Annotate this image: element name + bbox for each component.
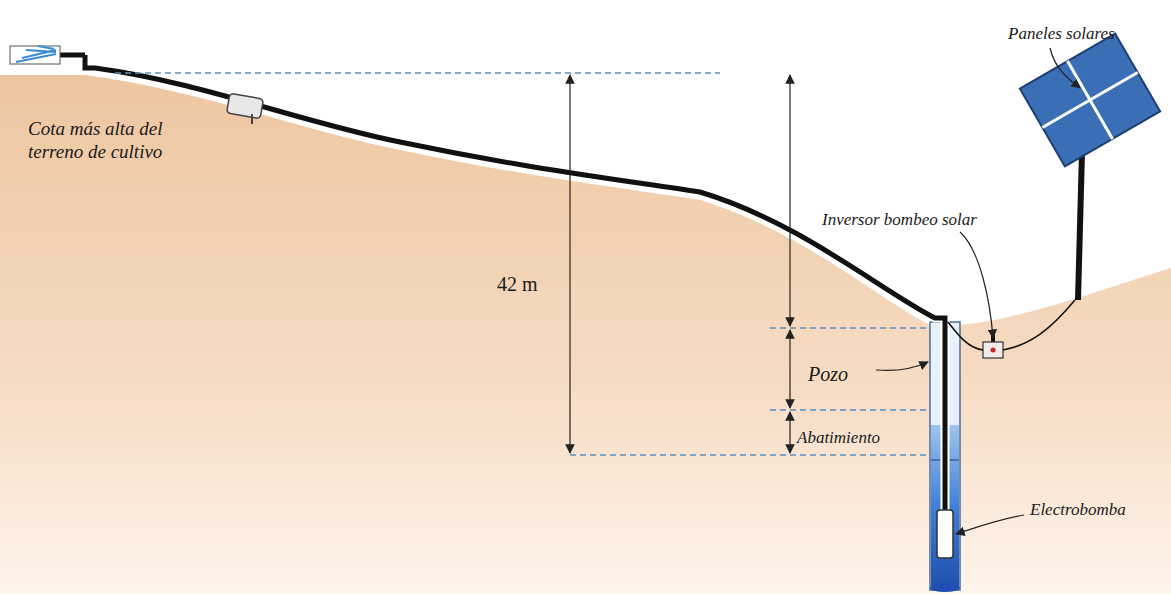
dimension-lines bbox=[115, 73, 928, 455]
panel-label: Paneles solares bbox=[1008, 24, 1115, 44]
pipe bbox=[85, 55, 945, 512]
inverter-label: Inversor bombeo solar bbox=[822, 210, 977, 230]
leader-lines bbox=[876, 48, 1080, 534]
terrain bbox=[0, 75, 1171, 594]
well-label: Pozo bbox=[808, 362, 848, 386]
drawdown-label: Abatimiento bbox=[797, 428, 880, 448]
dimension-arrows bbox=[570, 75, 790, 453]
valve bbox=[227, 93, 264, 119]
pump bbox=[937, 510, 953, 558]
dimension-label: 42 m bbox=[497, 272, 538, 296]
sprinkler bbox=[10, 46, 60, 64]
pump-label: Electrobomba bbox=[1030, 500, 1126, 520]
inverter bbox=[983, 342, 1003, 358]
water-spray bbox=[16, 46, 56, 62]
terrain-label: Cota más alta del terreno de cultivo bbox=[28, 118, 218, 164]
solar-panel bbox=[1020, 34, 1160, 167]
pipe bbox=[85, 55, 945, 512]
